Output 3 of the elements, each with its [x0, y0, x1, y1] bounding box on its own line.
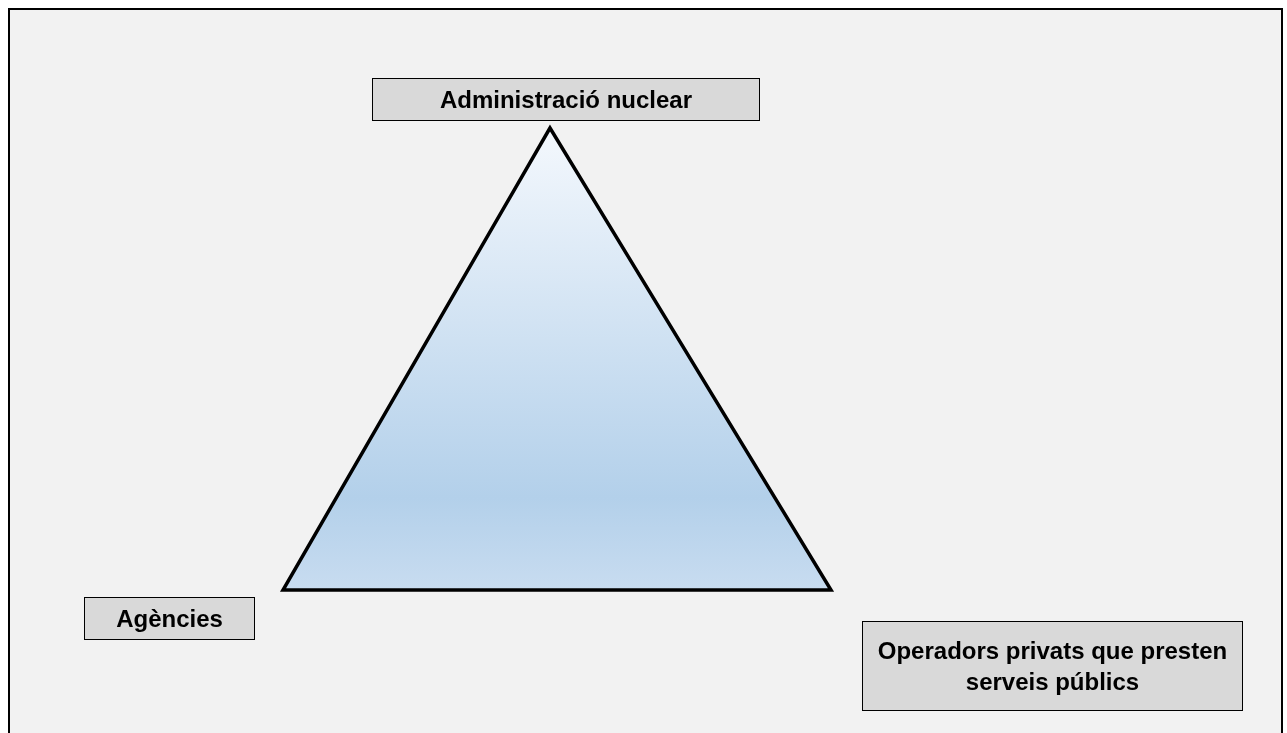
label-box: Operadors privats que presten serveis públics — [862, 621, 1243, 711]
label-box: Agències — [84, 597, 255, 640]
label-box: Administració nuclear — [372, 78, 760, 121]
